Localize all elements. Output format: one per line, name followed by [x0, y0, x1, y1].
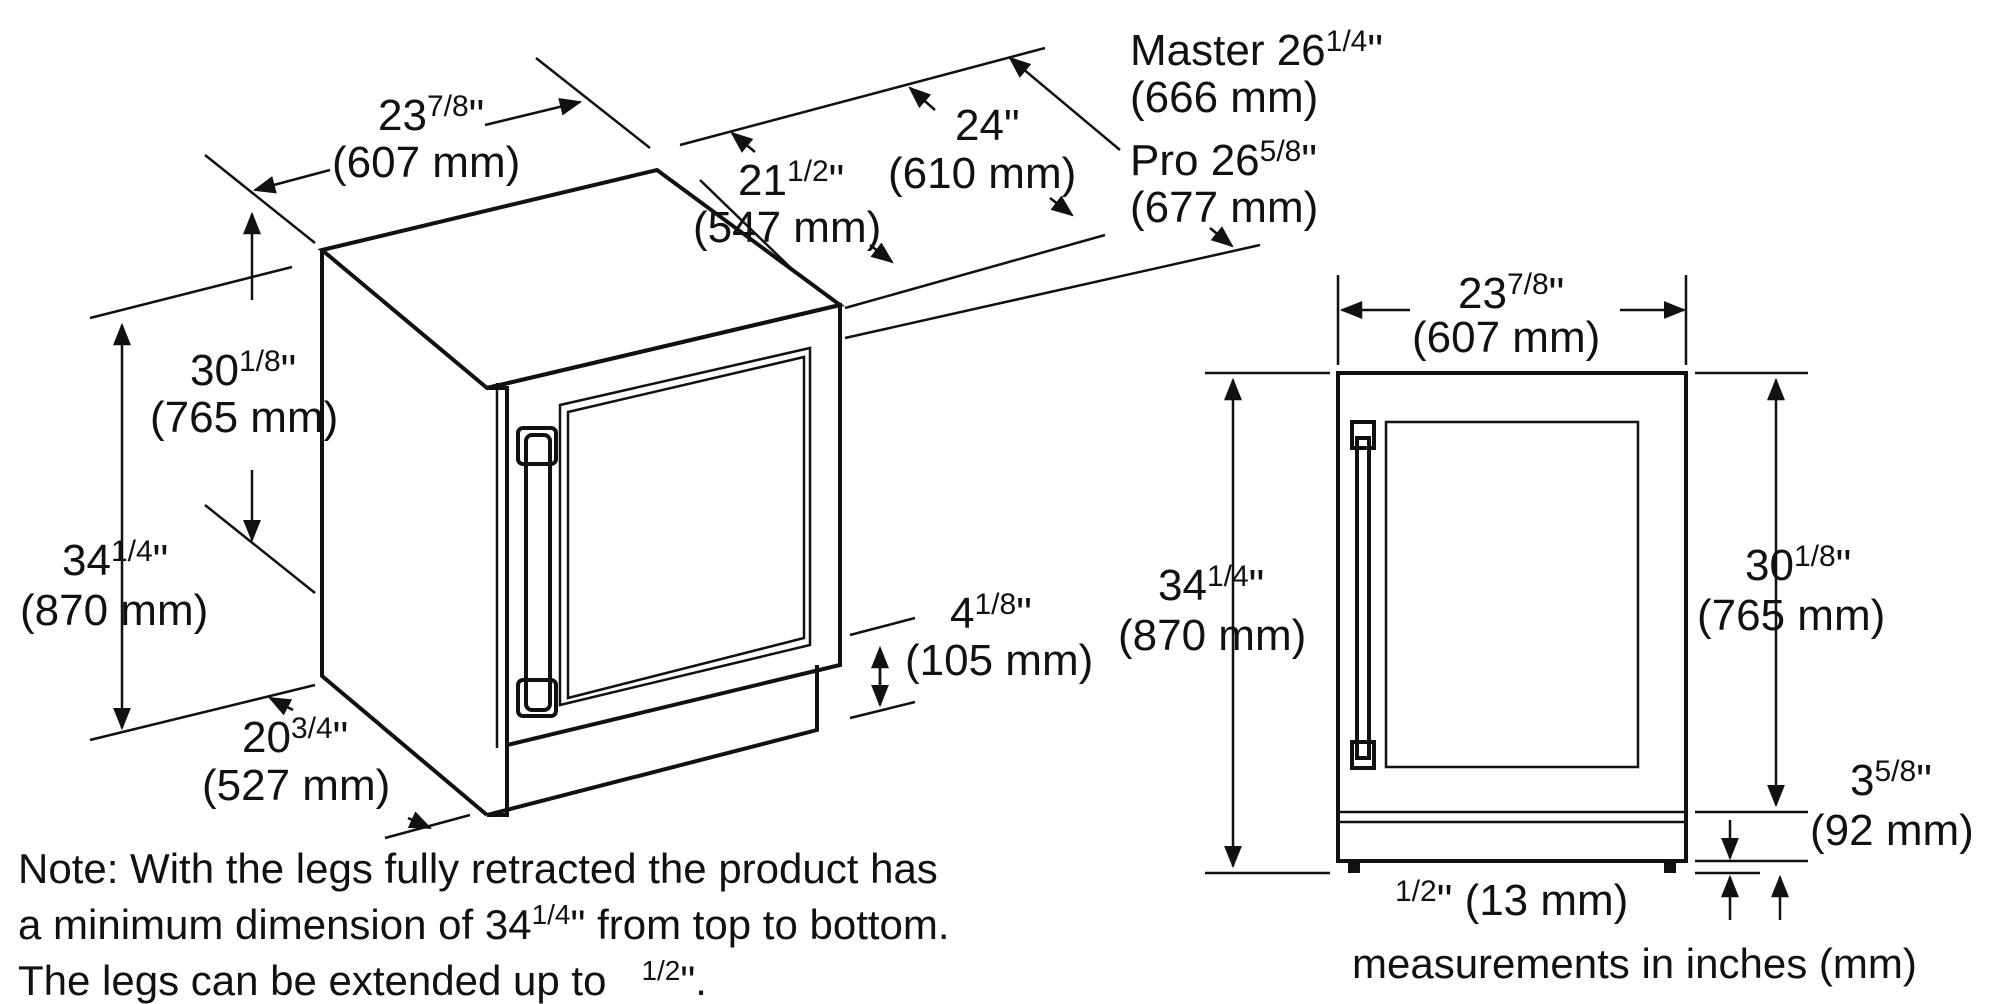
- label-front-total-height-mm: (870 mm): [1118, 611, 1306, 660]
- label-depth-24: 24": [955, 101, 1020, 150]
- front-door-glass: [1384, 420, 1640, 769]
- note-line-3: The legs can be extended up to 1/2".: [18, 955, 707, 1004]
- units-caption: measurements in inches (mm): [1352, 940, 1917, 987]
- front-handle: [1355, 436, 1371, 760]
- label-pro-depth-mm: (677 mm): [1130, 183, 1318, 232]
- front-cabinet-outline: [1336, 371, 1688, 863]
- legs-note: Note: With the legs fully retracted the …: [18, 846, 950, 1004]
- door-handle: [516, 426, 558, 718]
- label-depth-body: 211/2": [738, 155, 844, 205]
- toe-kick: [487, 745, 509, 817]
- label-width-top: 237/8": [378, 90, 484, 140]
- label-side-depth-mm: (527 mm): [202, 761, 390, 810]
- label-toe-kick-mm: (105 mm): [905, 636, 1093, 685]
- door-glass-inner: [566, 355, 806, 700]
- label-front-total-height: 341/4": [1158, 560, 1264, 610]
- label-body-height-mm: (765 mm): [150, 393, 338, 442]
- front-leg-right: [1664, 861, 1676, 873]
- door-glass: [558, 346, 812, 707]
- label-master-depth: Master 261/4": [1130, 25, 1383, 75]
- label-width-top-mm: (607 mm): [332, 138, 520, 187]
- label-front-base: 35/8": [1850, 755, 1932, 805]
- label-master-depth-mm: (666 mm): [1130, 73, 1318, 122]
- front-leg-left: [1348, 861, 1360, 873]
- label-toe-kick: 41/8": [950, 588, 1032, 638]
- label-total-height: 341/4": [62, 535, 168, 585]
- isometric-view: Master 261/4" (666 mm) Pro 265/8" (677 m…: [20, 25, 1383, 840]
- front-view: 237/8" (607 mm) 341/4" (870 mm) 301/8" (…: [1118, 268, 1974, 925]
- cabinet-door: [486, 302, 842, 748]
- label-depth-body-mm: (547 mm): [693, 203, 881, 252]
- label-body-height: 301/8": [190, 345, 296, 395]
- label-front-width: 237/8": [1458, 268, 1564, 318]
- label-total-height-mm: (870 mm): [20, 586, 208, 635]
- label-front-base-mm: (92 mm): [1810, 806, 1974, 855]
- label-front-body-height-mm: (765 mm): [1697, 591, 1885, 640]
- note-line-2: a minimum dimension of 341/4" from top t…: [18, 899, 950, 948]
- label-pro-depth: Pro 265/8": [1130, 135, 1317, 185]
- label-side-depth: 203/4": [242, 712, 348, 762]
- label-depth-24-mm: (610 mm): [888, 149, 1076, 198]
- label-front-body-height: 301/8": [1745, 540, 1851, 590]
- toe-kick-front: [486, 665, 819, 817]
- label-front-leg: 1/2" (13 mm): [1395, 875, 1628, 925]
- note-line-1: Note: With the legs fully retracted the …: [18, 845, 938, 892]
- cabinet-side-outline: [320, 250, 489, 817]
- label-front-width-mm: (607 mm): [1412, 313, 1600, 362]
